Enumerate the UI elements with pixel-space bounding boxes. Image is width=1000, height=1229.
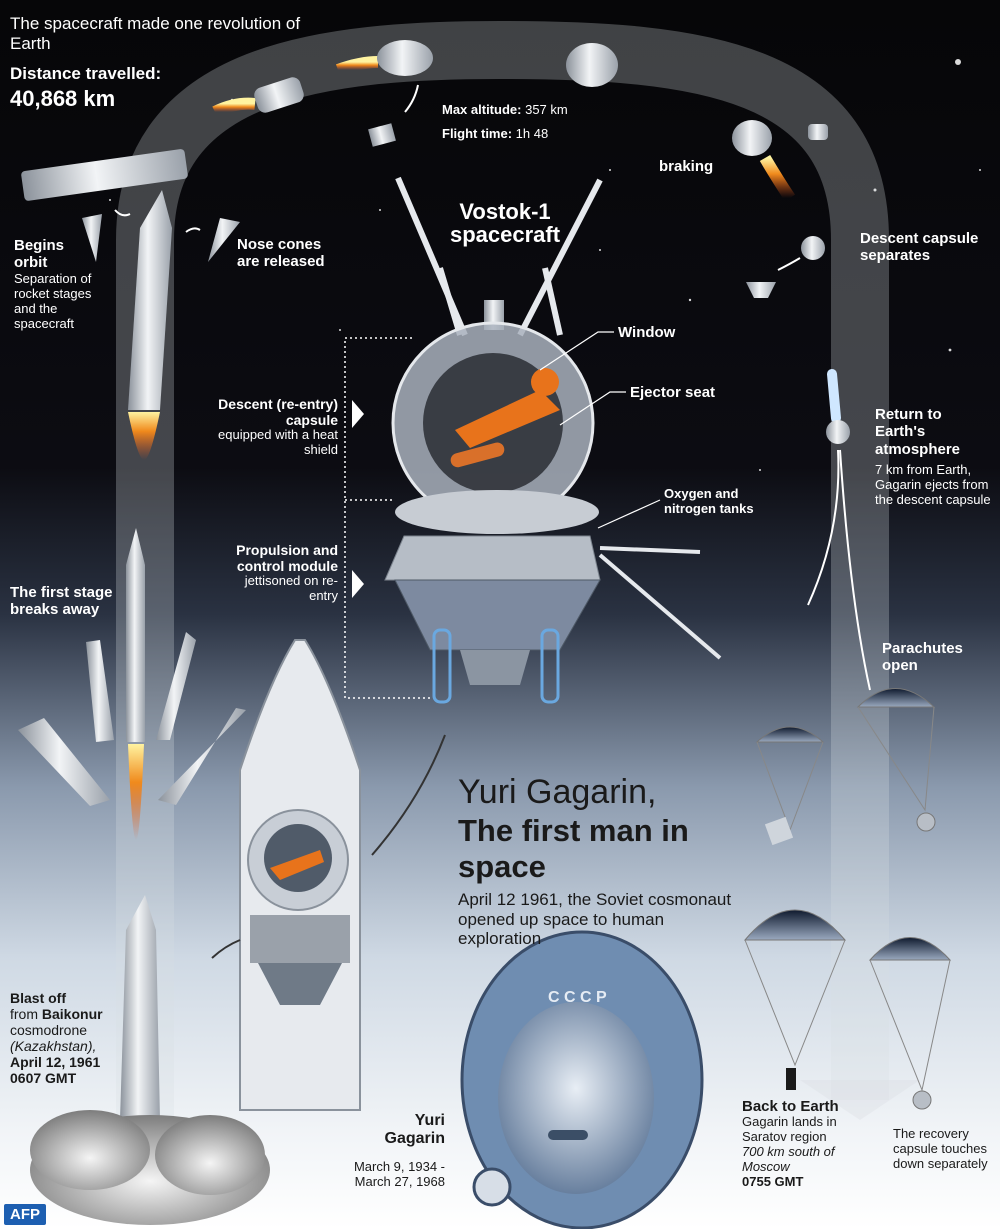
section-brackets [344,337,430,699]
parachute-capsule-1 [856,688,936,832]
orbit-sequence [21,40,850,444]
begins-orbit-text: Separation of rocket stages and the spac… [14,271,92,331]
orbit-headline: The spacecraft made one revolution of Ea… [10,14,301,53]
blast-off-date: April 12, 1961 [10,1054,101,1071]
helmet-lettering: C C C P [548,989,607,1006]
nosecone-fairing [211,639,446,1111]
begins-orbit-title: Begins orbit [14,237,65,272]
spacecraft-title: Vostok-1 spacecraft [449,199,561,248]
blast-off-place: from Baikonur [10,1006,103,1023]
gagarin-portrait: C C C P [460,930,704,1229]
recovery-capsule-text: The recovery capsule touches down separa… [893,1126,988,1171]
descent-capsule-callout: Descent (re-entry) capsule equipped with… [210,396,338,458]
tanks-label: Oxygen and nitrogen tanks [664,486,754,516]
first-stage-rocket [18,528,246,840]
headline-text: April 12 1961, the Soviet cosmonaut open… [458,890,732,949]
flight-time: Flight time: 1h 48 [442,126,549,141]
headline-line1: Yuri Gagarin, [458,773,657,811]
nose-cones-label: Nose cones are released [237,236,325,271]
stars [109,59,981,471]
launch-rocket [30,895,270,1225]
parachutes-label: Parachutes open [882,640,963,675]
window-label: Window [618,324,676,341]
blast-off-title: Blast off [10,990,66,1006]
blast-off-block: Blast off from Baikonur cosmodrone (Kaza… [10,990,140,1087]
orbit-rocket [82,190,240,460]
back-to-earth-block: Back to Earth Gagarin lands in Saratov r… [742,1098,872,1190]
back-to-earth-distance: 700 km south of Moscow [742,1144,835,1175]
return-text: 7 km from Earth, Gagarin ejects from the… [875,462,991,507]
headline-line2: The first man in space [458,813,689,884]
portrait-dates: March 9, 1934 - March 27, 1968 [353,1159,445,1189]
max-altitude: Max altitude: 357 km [442,102,568,117]
return-title: Return to Earth's atmosphere [875,406,961,458]
vostok-spacecraft [384,176,722,704]
blast-off-cosmodrone: cosmodrone [10,1022,88,1039]
blast-off-time: 0607 GMT [10,1070,77,1087]
portrait-name: Yuri Gagarin [384,1112,445,1148]
back-to-earth-title: Back to Earth [742,1098,839,1115]
back-to-earth-text: Gagarin lands in Saratov region [742,1114,837,1145]
braking-label: braking [659,158,714,175]
propulsion-text: jettisoned on re-entry [244,573,338,604]
track-arrowhead [800,1080,920,1120]
parachute-pilot-2 [743,909,847,1090]
ejector-seat-label: Ejector seat [630,384,716,401]
propulsion-callout: Propulsion and control module jettisoned… [230,542,338,604]
parachute-pilot-1 [755,726,825,846]
distance-label: Distance travelled: [10,64,162,83]
parachute-capsule-2 [868,937,952,1110]
propulsion-title: Propulsion and control module [236,542,338,575]
descent-capsule-title: Descent (re-entry) capsule [218,396,338,429]
back-to-earth-time: 0755 GMT [742,1174,804,1189]
descent-separates-label: Descent capsule separates [860,230,979,265]
distance-value: 40,868 km [10,86,116,111]
descent-capsule-text: equipped with a heat shield [218,427,338,458]
blast-off-country: (Kazakhstan), [10,1038,97,1055]
first-stage-label: The first stage breaks away [10,584,113,619]
afp-logo: AFP [4,1204,46,1225]
